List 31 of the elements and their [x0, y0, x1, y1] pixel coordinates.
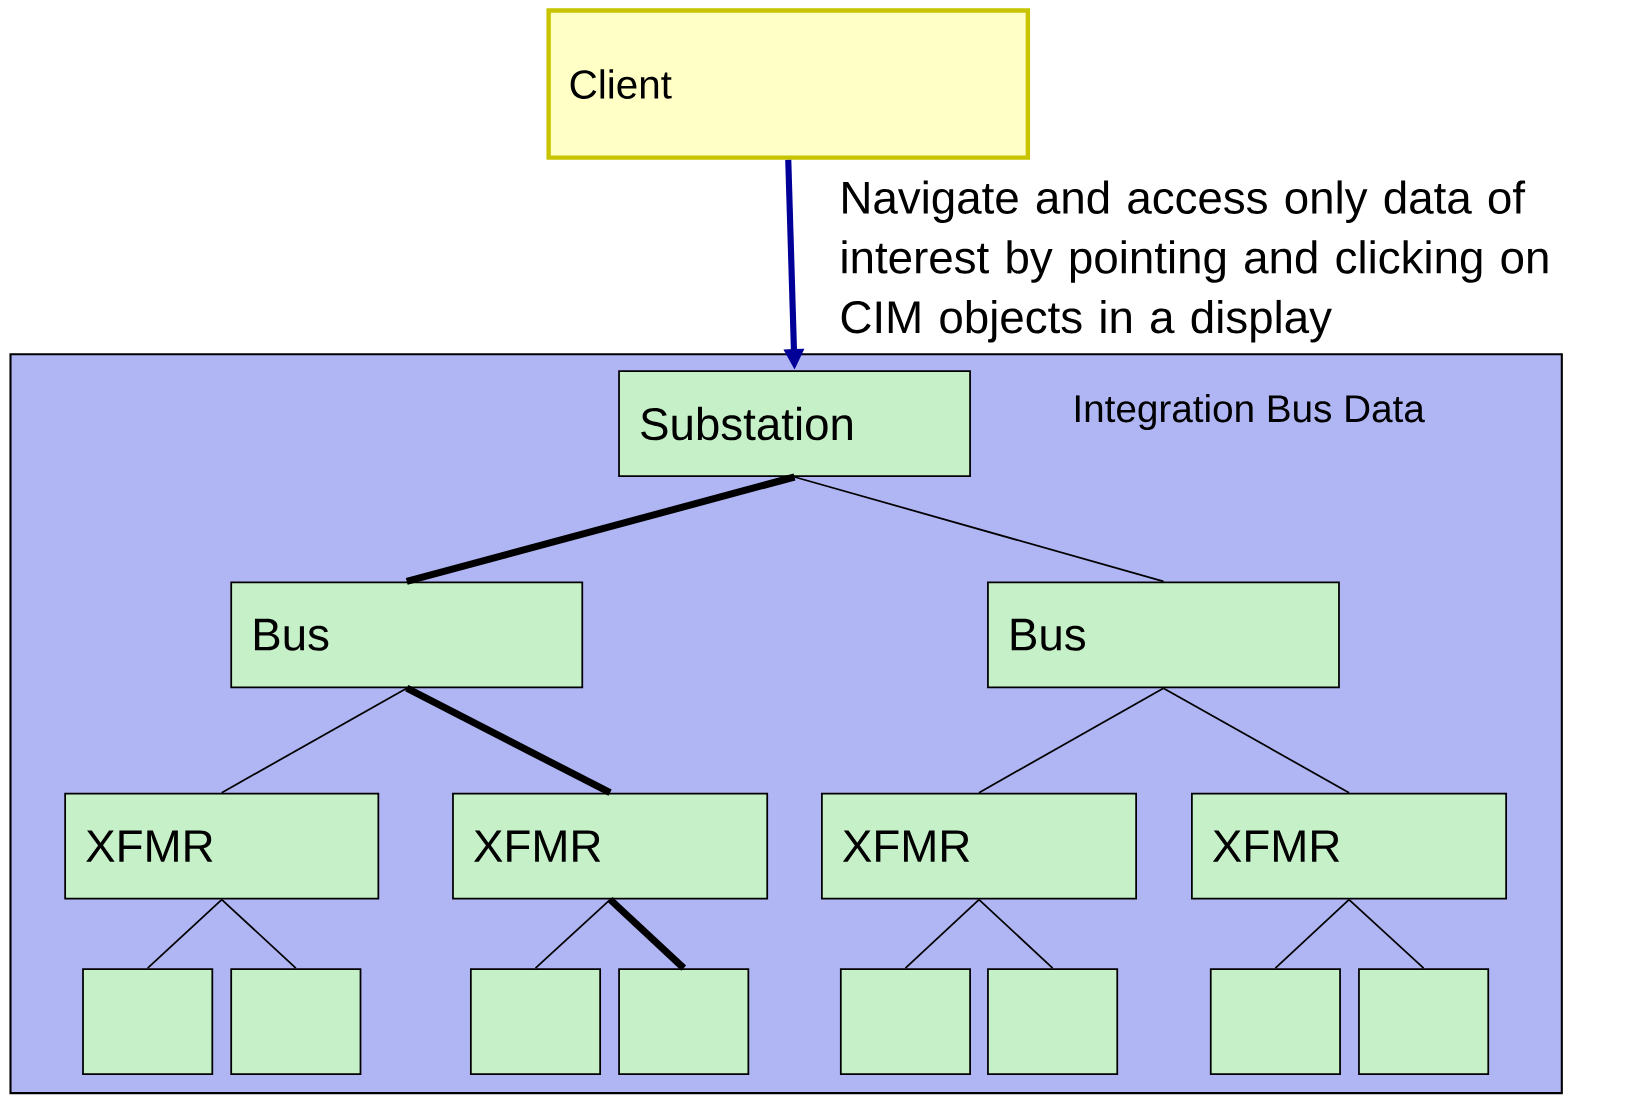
empty-box [230, 968, 362, 1076]
connector-line [904, 898, 980, 970]
connector-line [146, 898, 223, 970]
empty-box [987, 968, 1119, 1076]
empty-box [469, 968, 602, 1076]
connector-line [793, 476, 1165, 583]
process-box: XFMR [452, 792, 769, 900]
process-box: XFMR [1191, 792, 1508, 900]
client-box: Client [546, 8, 1031, 160]
process-box: Bus [230, 581, 584, 689]
connector-line [978, 898, 1054, 970]
empty-box [839, 968, 971, 1076]
connector-line [220, 687, 408, 794]
connector-line [1274, 898, 1350, 970]
connector-line [405, 473, 796, 585]
process-box: XFMR [821, 792, 1138, 900]
empty-box [1209, 968, 1341, 1076]
edge-label: Navigate and access only data of interest by pointing and clicking on CIM objects in a display [841, 180, 1548, 343]
connector-line [978, 687, 1165, 794]
process-box: XFMR [64, 792, 380, 900]
process-box: Substation [618, 370, 971, 477]
connector-line [607, 896, 687, 971]
connector-line [1348, 898, 1425, 970]
empty-box [618, 968, 750, 1076]
empty-box [1358, 968, 1490, 1076]
empty-box [82, 968, 214, 1076]
process-box: Bus [987, 581, 1340, 689]
connector-line [405, 685, 612, 796]
connector-line [534, 898, 611, 970]
connector-line [1162, 687, 1350, 794]
connector-line [220, 898, 297, 970]
